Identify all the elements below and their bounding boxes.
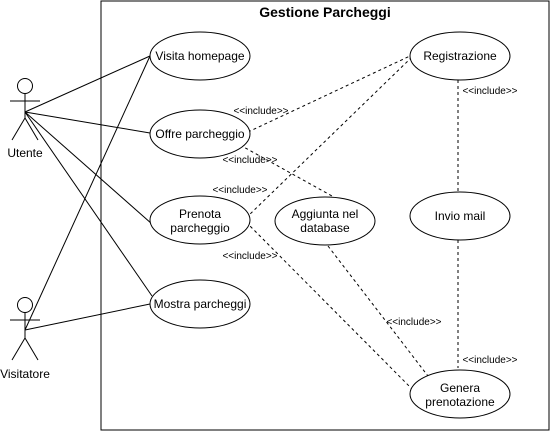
include-label: <<include>>: [462, 355, 517, 366]
actor-visitatore-label: Visitatore: [0, 367, 50, 381]
use-case-mostra-parcheggi[interactable]: [149, 279, 251, 329]
use-case-invio-mail[interactable]: [409, 191, 511, 241]
association-utente-mostra: [24, 111, 153, 297]
label-aggiunta-line1: Aggiunta nel: [292, 207, 359, 221]
include-label: <<include>>: [386, 317, 441, 328]
label-genera-line2: prenotazione: [425, 395, 495, 409]
label-prenota-line1: Prenota: [179, 207, 221, 221]
label-aggiunta-line2: database: [300, 221, 350, 235]
association-utente-prenota: [24, 111, 153, 225]
use-case-labels: Visita homepage Offre parcheggio Prenota…: [154, 49, 497, 409]
include-prenota-registrazione: [245, 56, 413, 219]
actor-visitatore[interactable]: [10, 297, 40, 361]
actor-head-icon: [17, 297, 33, 313]
actor-right-leg: [24, 337, 39, 361]
include-label: <<include>>: [222, 251, 277, 262]
label-offre-parcheggio: Offre parcheggio: [155, 127, 244, 141]
actor-left-leg: [11, 117, 26, 141]
use-case-shapes: [149, 31, 511, 419]
actor-left-leg: [11, 337, 26, 361]
label-invio-mail: Invio mail: [435, 209, 486, 223]
include-label: <<include>>: [233, 106, 288, 117]
association-visitatore-visita: [24, 55, 151, 331]
include-dependencies: [239, 55, 459, 396]
label-mostra-parcheggi: Mostra parcheggi: [154, 297, 247, 311]
use-case-offre-parcheggio[interactable]: [149, 109, 251, 159]
actor-head-icon: [17, 78, 33, 94]
label-registrazione: Registrazione: [423, 49, 497, 63]
actor-right-leg: [24, 117, 39, 141]
association-utente-visita: [24, 55, 151, 113]
use-case-genera-prenotazione[interactable]: [409, 369, 511, 419]
associations: [24, 55, 153, 331]
use-case-prenota-parcheggio[interactable]: [149, 195, 251, 245]
use-case-registrazione[interactable]: [409, 31, 511, 81]
include-label: <<include>>: [222, 155, 277, 166]
include-label: <<include>>: [462, 86, 517, 97]
include-prenota-genera: [245, 221, 419, 396]
include-labels: <<include>> <<include>> <<include>> <<in…: [212, 86, 517, 366]
label-genera-line1: Genera: [440, 381, 480, 395]
label-visita-homepage: Visita homepage: [155, 49, 245, 63]
use-case-aggiunta-database[interactable]: [274, 196, 376, 246]
actor-utente[interactable]: [10, 78, 40, 141]
association-utente-offre: [24, 111, 151, 134]
use-case-visita-homepage[interactable]: [149, 31, 251, 81]
association-visitatore-mostra: [24, 303, 151, 331]
actor-utente-label: Utente: [7, 146, 43, 160]
label-prenota-line2: parcheggio: [170, 221, 230, 235]
system-title: Gestione Parcheggi: [259, 4, 390, 20]
include-label: <<include>>: [212, 185, 267, 196]
